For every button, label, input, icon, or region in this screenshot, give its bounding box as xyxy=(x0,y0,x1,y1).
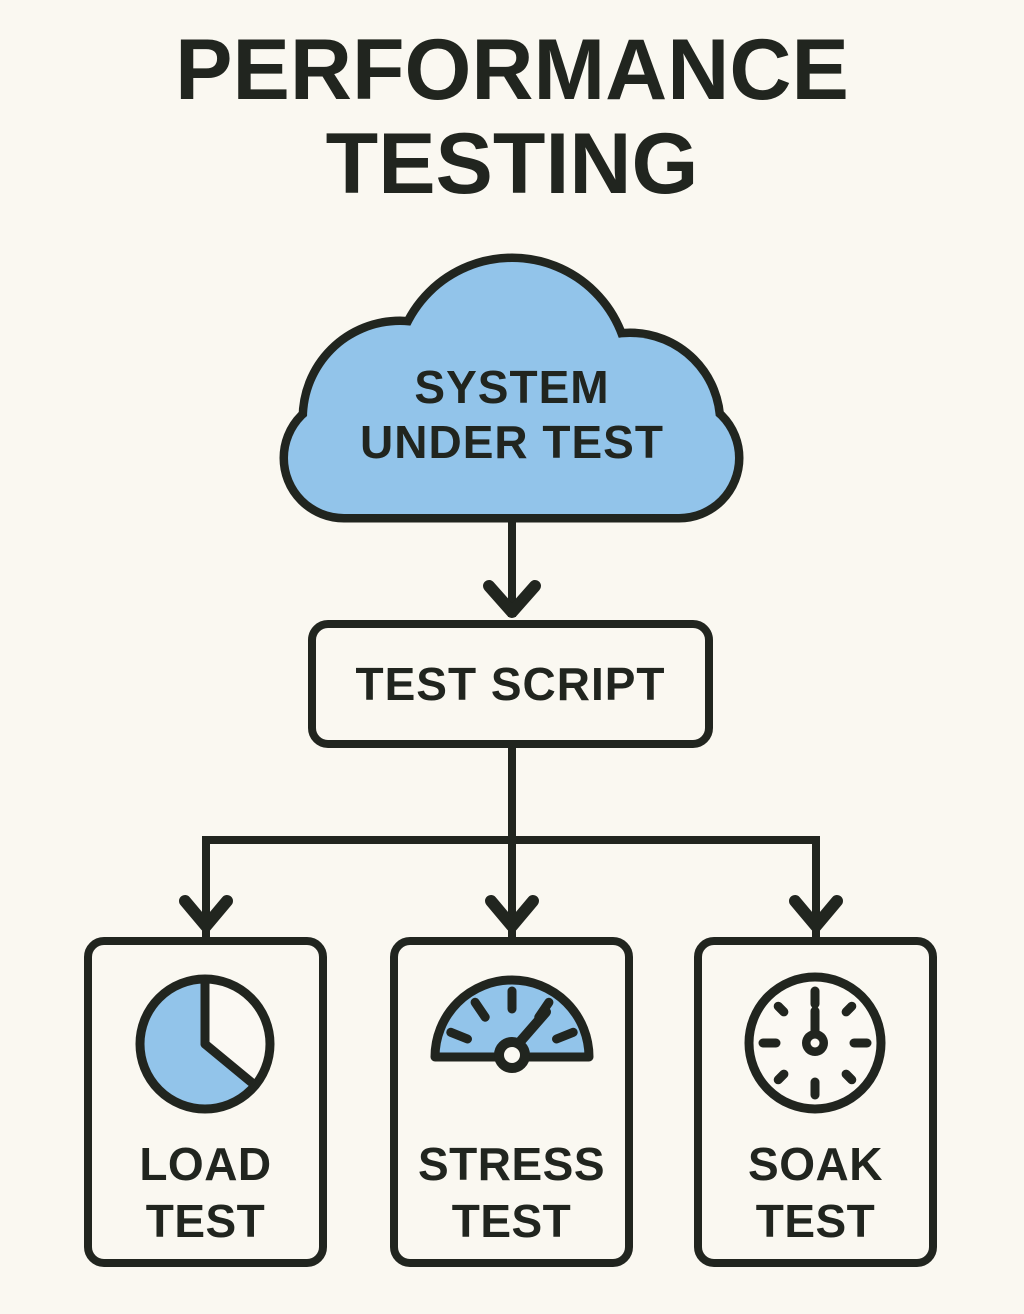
page-title: PERFORMANCE TESTING xyxy=(0,23,1024,211)
gauge-icon xyxy=(430,975,594,1073)
test-script-label: TEST SCRIPT xyxy=(355,658,666,710)
cloud-label-line2: UNDER TEST xyxy=(360,416,664,468)
arrows-script-to-branches xyxy=(179,745,843,940)
stress-test-node: STRESS TEST xyxy=(390,937,633,1267)
load-test-node: LOAD TEST xyxy=(84,937,327,1267)
load-test-label-line2: TEST xyxy=(145,1195,266,1247)
cloud-label-line1: SYSTEM xyxy=(414,361,610,413)
cloud-shape xyxy=(279,253,744,523)
test-script-node: TEST SCRIPT xyxy=(308,620,713,748)
page-title-line2: TESTING xyxy=(325,116,699,212)
soak-test-label-line2: TEST xyxy=(755,1195,876,1247)
load-test-label-line1: LOAD xyxy=(139,1138,272,1190)
pie-chart-icon xyxy=(135,974,275,1114)
cloud-node-label: SYSTEM UNDER TEST xyxy=(212,360,812,470)
soak-test-label-line1: SOAK xyxy=(748,1138,883,1190)
soak-test-label: SOAK TEST xyxy=(702,1136,929,1250)
clock-icon xyxy=(744,972,886,1114)
page-title-line1: PERFORMANCE xyxy=(175,22,849,118)
stress-test-label: STRESS TEST xyxy=(398,1136,625,1250)
stress-test-label-line2: TEST xyxy=(451,1195,572,1247)
load-test-label: LOAD TEST xyxy=(92,1136,319,1250)
soak-test-node: SOAK TEST xyxy=(694,937,937,1267)
stress-test-label-line1: STRESS xyxy=(417,1138,606,1190)
